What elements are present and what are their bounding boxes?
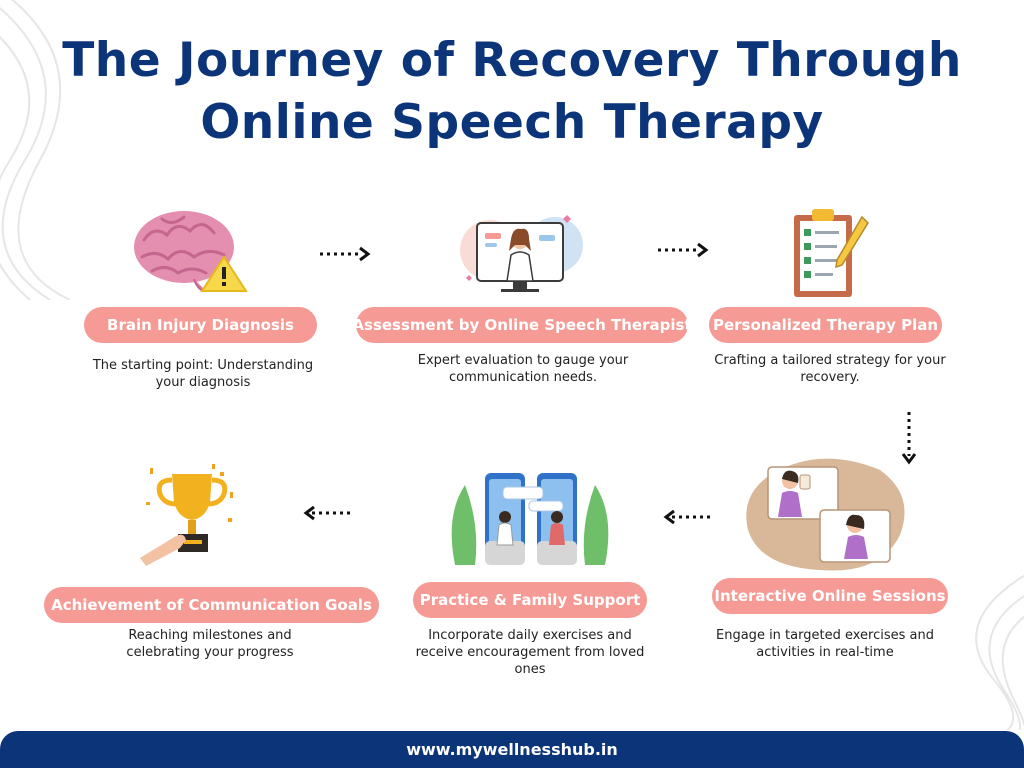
step-2-description: Expert evaluation to gauge your communic… xyxy=(417,353,629,385)
brain-warning-icon xyxy=(134,211,248,292)
step-4-label: Interactive Online Sessions xyxy=(712,578,948,614)
trophy-icon xyxy=(140,464,233,566)
video-session-icon xyxy=(746,458,905,571)
step-3-label: Personalized Therapy Plan xyxy=(709,307,942,343)
step-1-label: Brain Injury Diagnosis xyxy=(84,307,317,343)
title-line-2: Online Speech Therapy xyxy=(200,95,824,150)
step-1-description: The starting point: Understanding your d… xyxy=(92,358,314,390)
arrow-step4-to-step5 xyxy=(663,509,714,525)
title-line-1: The Journey of Recovery Through xyxy=(62,33,962,88)
arrow-step2-to-step3 xyxy=(658,242,709,258)
arrow-step3-to-step4 xyxy=(901,412,917,465)
online-therapist-icon xyxy=(460,215,583,292)
arrow-step1-to-step2 xyxy=(320,246,371,262)
step-2-label: Assessment by Online Speech Therapist xyxy=(352,307,692,343)
arrow-step5-to-step6 xyxy=(303,505,354,521)
page-title: The Journey of Recovery Through Online S… xyxy=(0,30,1024,154)
step-4-description: Engage in targeted exercises and activit… xyxy=(716,628,934,660)
step-3-description: Crafting a tailored strategy for your re… xyxy=(714,353,946,385)
step-6-label: Achievement of Communication Goals xyxy=(44,587,379,623)
family-chat-icon xyxy=(451,473,609,565)
footer-banner: www.mywellnesshub.in xyxy=(0,731,1024,768)
step-6-description: Reaching milestones and celebrating your… xyxy=(126,628,294,660)
footer-url-link[interactable]: www.mywellnesshub.in xyxy=(406,740,618,759)
clipboard-checklist-icon xyxy=(794,209,869,297)
step-5-description: Incorporate daily exercises and receive … xyxy=(415,628,645,677)
step-5-label: Practice & Family Support xyxy=(413,582,647,618)
